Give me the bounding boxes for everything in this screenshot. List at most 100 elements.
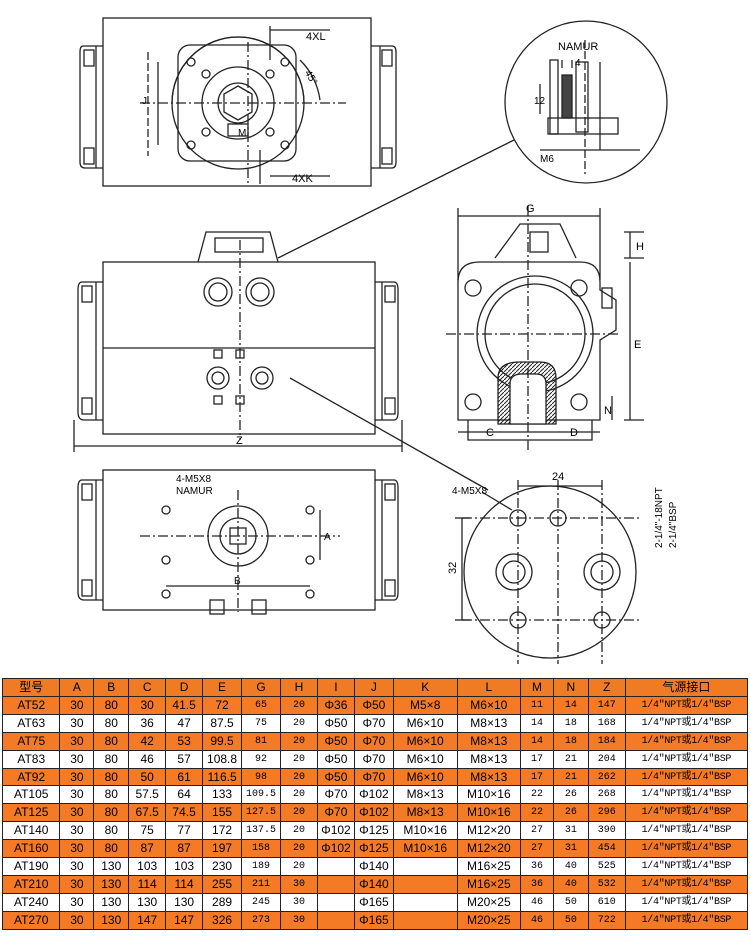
table-cell: 268 [587,785,626,805]
table-cell: 30 [59,713,95,733]
table-cell: 130 [93,910,130,930]
table-cell: 130 [165,892,204,912]
table-cell: 87.5 [202,713,243,733]
table-cell: 189 [241,857,282,876]
table-cell: 273 [241,910,282,930]
table-cell: Φ70 [353,731,394,751]
table-cell: 610 [587,892,626,912]
table-cell: 80 [93,749,130,769]
table-cell: 74.5 [165,803,204,823]
table-cell: 36 [520,874,554,894]
table-cell [316,892,355,912]
table-cell [392,874,458,894]
table-cell: 1/4"NPT或1/4"BSP [624,731,749,751]
table-cell: 158 [241,839,282,859]
bottom-namur-label: NAMUR [176,486,213,497]
table-cell: 1/4"NPT或1/4"BSP [624,713,749,733]
top-view [79,17,397,187]
table-cell: 22 [520,803,554,823]
table-cell: 30 [59,857,95,876]
table-cell: AT160 [1,839,61,859]
table-cell: 722 [587,910,626,930]
table-cell: Φ165 [353,892,394,912]
table-cell: 1/4"NPT或1/4"BSP [624,785,749,805]
table-cell: 172 [202,821,243,841]
table-cell: 67.5 [128,803,167,823]
table-cell: 30 [59,696,95,715]
table-cell: AT240 [1,892,61,912]
table-cell: 1/4"NPT或1/4"BSP [624,696,749,715]
table-cell: 14 [520,713,554,733]
table-cell: M20×25 [456,892,522,912]
table-cell: Φ125 [353,821,394,841]
table-cell: M10×16 [392,821,458,841]
table-cell: M16×25 [456,857,522,876]
table-cell: 53 [165,731,204,751]
table-cell: 289 [202,892,243,912]
table-cell: M8×13 [456,767,522,787]
table-cell: 108.8 [202,749,243,769]
column-header: I [316,678,355,697]
table-cell: 57 [165,749,204,769]
label-b: B [234,576,241,587]
table-cell: 27 [520,821,554,841]
table-cell: 30 [280,874,318,894]
table-cell: 21 [552,767,589,787]
table-cell: 525 [587,857,626,876]
table-cell: 1/4"NPT或1/4"BSP [624,910,749,930]
label-4xl: 4XL [306,31,326,43]
table-cell: Φ102 [353,785,394,805]
table-cell: 57.5 [128,785,167,805]
label-c: C [486,427,494,439]
table-cell: 26 [552,803,589,823]
label-e: E [634,339,641,351]
label-z: Z [236,435,243,447]
table-cell: 20 [280,839,318,859]
table-cell: AT125 [1,803,61,823]
table-cell: 1/4"NPT或1/4"BSP [624,749,749,769]
label-a: A [324,532,331,543]
table-cell [392,857,458,876]
table-cell: 130 [128,892,167,912]
table-cell: 98 [241,767,282,787]
label-d: D [570,427,578,439]
table-cell: M20×25 [456,910,522,930]
table-cell: 1/4"NPT或1/4"BSP [624,821,749,841]
table-cell: 130 [93,857,130,876]
table-cell: M6×10 [392,749,458,769]
column-header: D [165,678,204,697]
table-cell: AT210 [1,874,61,894]
table-cell: 20 [280,749,318,769]
table-cell: 454 [587,839,626,859]
table-cell: Φ102 [316,821,355,841]
table-cell: 77 [165,821,204,841]
table-cell: 80 [93,839,130,859]
table-cell: 40 [552,857,589,876]
column-header: 气源接口 [624,678,749,697]
table-cell: Φ140 [353,874,394,894]
table-cell: 21 [552,749,589,769]
technical-drawing: 4XL 45° J M 4XK NAMUR 4 12 M6 G H E N C … [73,17,679,664]
table-cell: 262 [587,767,626,787]
table-cell: 155 [202,803,243,823]
label-4xk: 4XK [292,173,313,185]
port-dim-24: 24 [552,471,564,483]
table-cell: 18 [552,731,589,751]
column-header: N [552,678,589,697]
table-cell: 30 [59,874,95,894]
table-cell: M5×8 [392,696,458,715]
table-cell: M8×13 [456,713,522,733]
table-cell: 47 [165,713,204,733]
table-cell: 41.5 [165,696,204,715]
table-cell: M16×25 [456,874,522,894]
table-cell: 50 [552,910,589,930]
table-cell: 30 [128,696,167,715]
